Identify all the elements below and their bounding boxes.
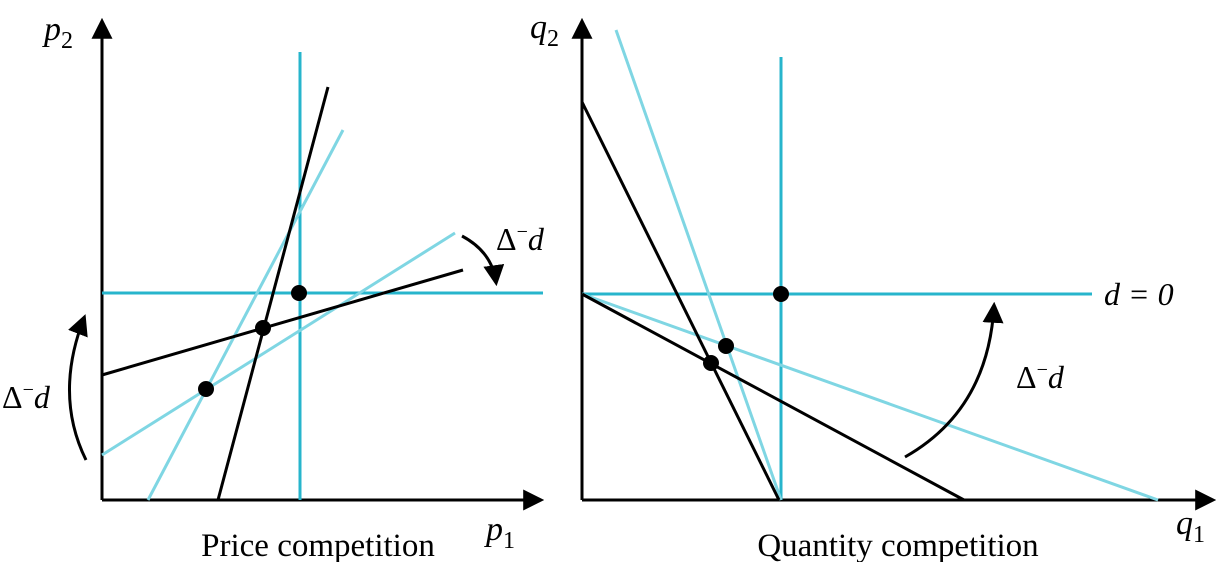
right-delta-annotation: Δ−d	[1016, 359, 1065, 395]
left-best-response-flat	[101, 268, 464, 377]
left-caption: Price competition	[201, 528, 435, 562]
right-y-axis-label: q2	[530, 9, 559, 52]
left-upper-shift-arrow	[461, 234, 505, 287]
right-reference-label: d = 0	[1104, 276, 1174, 312]
left-equilibrium-dot	[255, 320, 271, 336]
left-reference-equilibrium-dot	[291, 285, 307, 301]
right-shifted-equilibrium-dot	[718, 338, 734, 354]
left-y-axis-label: p2	[42, 11, 73, 54]
left-upper-delta-annotation: Δ−d	[496, 221, 545, 257]
left-shifted-response-steep	[146, 129, 345, 501]
left-lower-delta-annotation: Δ−d	[2, 379, 51, 415]
left-x-axis-label: p1	[484, 511, 515, 554]
left-shifted-response-flat	[101, 231, 456, 457]
left-panel-price-competition: p2 p1 Δ−d Δ−d Price competition	[2, 11, 545, 562]
right-shifted-reaction-steep	[614, 29, 783, 501]
right-caption: Quantity competition	[757, 528, 1038, 562]
right-equilibrium-dot	[703, 355, 719, 371]
right-shifted-reaction-flat	[581, 292, 1159, 502]
right-shift-arrow	[904, 301, 1004, 459]
left-lower-shift-arrow	[68, 314, 88, 461]
left-best-response-steep	[216, 86, 330, 501]
left-shifted-equilibrium-dot	[198, 381, 214, 397]
right-x-axis-label: q1	[1176, 505, 1205, 548]
right-panel-quantity-competition: q2 q1 d = 0 Δ−d Quantity competition	[530, 9, 1217, 562]
right-reaction-flat	[581, 292, 965, 502]
right-reaction-steep	[580, 101, 781, 501]
right-reference-equilibrium-dot	[773, 286, 789, 302]
